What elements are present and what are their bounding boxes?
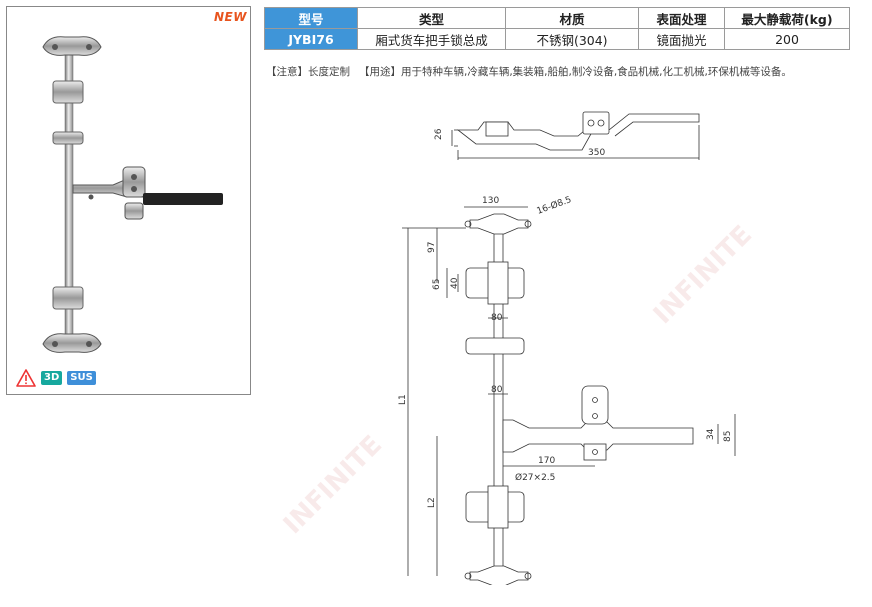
header-max-load: 最大静载荷(kg) [724, 7, 850, 29]
dim-l2: L2 [427, 497, 437, 508]
dim-tube: Ø27×2.5 [515, 472, 555, 483]
cell-model: JYBI76 [264, 28, 358, 50]
header-model: 型号 [264, 7, 358, 29]
dim-80-a: 80 [491, 313, 503, 323]
product-image-panel: NEW 3D SUS [6, 6, 251, 395]
dim-170: 170 [538, 456, 555, 466]
header-finish: 表面处理 [638, 7, 725, 29]
table-header-row: 型号 类型 材质 表面处理 最大静载荷(kg) [264, 7, 850, 29]
dim-34: 34 [706, 428, 716, 440]
dim-l1: L1 [398, 394, 408, 405]
technical-drawing: 26 350 130 16-Ø8.5 97 65 [398, 111, 736, 585]
dimension-lines [402, 206, 736, 576]
notes-line: 【注意】长度定制【用途】用于特种车辆,冷藏车辆,集装箱,船舶,制冷设备,食品机械… [266, 64, 801, 79]
dim-80-b: 80 [491, 385, 503, 395]
dim-130: 130 [482, 196, 499, 206]
dim-26: 26 [434, 128, 444, 140]
dim-65: 65 [432, 279, 442, 290]
new-badge: NEW [214, 10, 247, 24]
side-view [451, 111, 700, 160]
dim-40: 40 [450, 277, 460, 289]
cell-type: 厢式货车把手锁总成 [357, 28, 506, 50]
warning-triangle-icon [16, 369, 36, 387]
header-type: 类型 [357, 7, 506, 29]
table-row: JYBI76 厢式货车把手锁总成 不锈钢(304) 镜面抛光 200 [264, 28, 850, 50]
header-material: 材质 [505, 7, 639, 29]
product-photo [42, 36, 223, 353]
note-length: 【注意】长度定制 [266, 66, 350, 78]
watermark: INFINITE [277, 429, 388, 541]
note-usage: 【用途】用于特种车辆,冷藏车辆,集装箱,船舶,制冷设备,食品机械,化工机械,环保… [359, 66, 792, 78]
sus-badge: SUS [67, 371, 96, 385]
badge-row: 3D SUS [16, 369, 96, 387]
dim-holes: 16-Ø8.5 [535, 194, 573, 217]
dim-350: 350 [588, 148, 605, 158]
spec-table: 型号 类型 材质 表面处理 最大静载荷(kg) JYBI76 厢式货车把手锁总成… [264, 7, 850, 50]
cell-material: 不锈钢(304) [505, 28, 639, 50]
dim-97: 97 [427, 242, 437, 253]
cell-finish: 镜面抛光 [638, 28, 725, 50]
dim-85: 85 [723, 431, 733, 442]
cell-max-load: 200 [724, 28, 850, 50]
3d-badge[interactable]: 3D [41, 371, 63, 385]
front-view [464, 213, 694, 585]
